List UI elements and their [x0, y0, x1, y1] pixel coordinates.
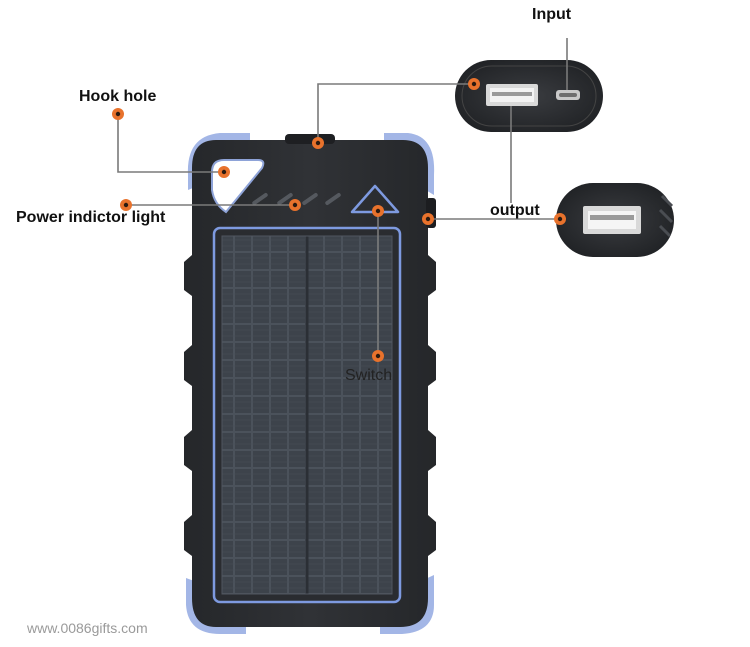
output-label: output	[490, 202, 540, 219]
callout-dot-top-port	[312, 137, 324, 149]
callout-dot-switch-button	[372, 205, 384, 217]
input-label: Input	[532, 6, 572, 23]
power-bank	[184, 133, 436, 634]
leader-input-top	[317, 83, 474, 143]
top-cap	[285, 134, 335, 144]
callout-dot-power	[120, 199, 132, 211]
callout-dot-output-bubble	[554, 213, 566, 225]
switch-label: Switch	[345, 367, 393, 384]
callout-dot-hook-target	[218, 166, 230, 178]
callout-dot-input-bubble	[468, 78, 480, 90]
watermark-text: www.0086gifts.com	[27, 620, 148, 636]
callout-dot-power-target	[289, 199, 301, 211]
input-detail-bubble	[455, 60, 603, 132]
callout-dot-hook	[112, 108, 124, 120]
callout-dot-switch	[372, 350, 384, 362]
indicator-lights	[252, 192, 341, 206]
output-detail-bubble	[556, 183, 674, 257]
power-indicator-label: Power indictor light	[16, 209, 166, 226]
leader-hook-hole	[117, 114, 224, 173]
callout-dots	[112, 78, 566, 362]
hook-hole-label: Hook hole	[79, 88, 157, 105]
callout-dot-side-port	[422, 213, 434, 225]
leader-lines	[117, 38, 568, 356]
